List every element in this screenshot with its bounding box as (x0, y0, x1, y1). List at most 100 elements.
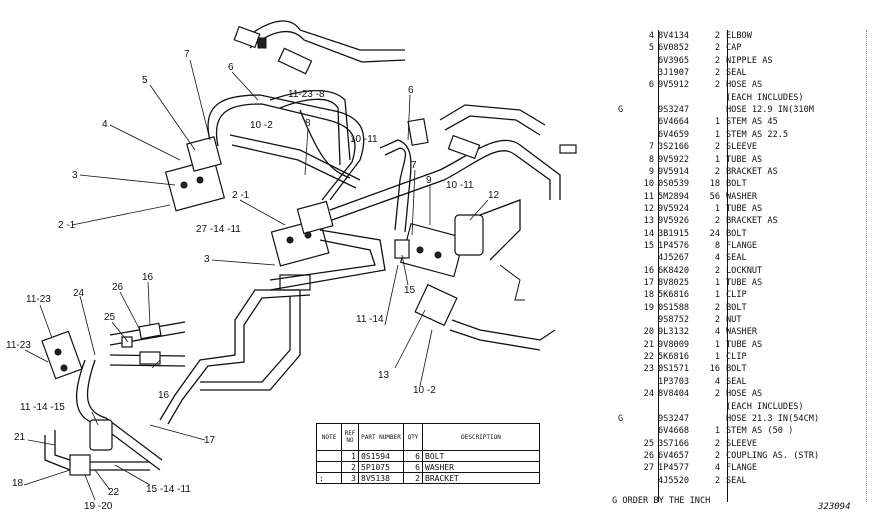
description: BRACKET AS (726, 216, 778, 227)
ref-number: 7 (648, 142, 654, 153)
list-item: (EACH INCLUDES) (604, 401, 866, 413)
part-number: 6V0852 (658, 43, 690, 54)
description: HOSE 12.9 IN(310M (726, 105, 814, 116)
callout-15: 15 (404, 285, 416, 296)
quantity: 2 (714, 315, 720, 326)
description: LOCKNUT (726, 265, 763, 276)
quantity: 2 (714, 68, 720, 79)
description: SEAL (726, 253, 747, 264)
part-number: 0S1588 (658, 302, 690, 313)
small-table-header-part: PART NUMBER (358, 423, 404, 451)
quantity: 56 (709, 191, 720, 202)
description: BOLT (726, 302, 747, 313)
quantity: 18 (709, 179, 720, 190)
ref-number: 4 (648, 31, 654, 41)
callout-19-20: 19 -20 (84, 501, 113, 512)
quantity: 2 (714, 265, 720, 276)
quantity: 4 (714, 463, 720, 474)
callout-22: 22 (108, 487, 120, 498)
callout-15-14-11: 15 -14 -11 (146, 484, 191, 495)
callout-17: 17 (204, 435, 216, 446)
description: CAP (726, 43, 742, 54)
callout-9: 9 (426, 175, 432, 186)
cell-qty: 6 (403, 450, 423, 462)
ref-number: 27 (643, 463, 654, 474)
cell-part: 8V5138 (358, 472, 404, 484)
callout-10-11: 10 -11 (350, 134, 378, 145)
quantity: 1 (714, 278, 720, 288)
description: TUBE AS (726, 339, 763, 350)
small-table-header-qty: QTY (403, 423, 423, 451)
ref-number: 9 (648, 166, 654, 177)
description: WASHER (726, 191, 758, 202)
ref-number: 25 (643, 438, 654, 449)
part-number: 3S2166 (658, 142, 690, 153)
table-row: 2 5P1075 6 WASHER (316, 461, 540, 473)
description: TUBE AS (726, 154, 763, 165)
callout-11-23: 11-23 (26, 294, 51, 305)
callout-4: 4 (102, 119, 108, 130)
part-number: 9S3247 (658, 105, 690, 116)
cell-note (316, 461, 342, 473)
quantity: 2 (714, 438, 720, 449)
callout-2-1b: 2 -1 (232, 190, 250, 201)
callout-3: 3 (72, 170, 78, 181)
ref-number: 20 (643, 327, 654, 338)
table-row: 1 0S1594 6 BOLT (316, 450, 540, 462)
part-number: 9S3247 (658, 413, 690, 424)
callout-21: 21 (14, 432, 26, 443)
quantity: 4 (714, 376, 720, 387)
ref-number: 22 (643, 352, 654, 363)
description: BOLT (726, 364, 747, 375)
callout-10-2: 10 -2 (250, 120, 273, 131)
cell-desc: WASHER (422, 461, 540, 473)
ref-number: 21 (643, 339, 654, 350)
description: BOLT (726, 179, 747, 190)
callout-6: 6 (228, 62, 234, 73)
cell-qty: 2 (403, 472, 423, 484)
quantity: 2 (714, 475, 720, 486)
quantity: 2 (714, 31, 720, 41)
quantity: 1 (714, 352, 720, 363)
callout-5: 5 (142, 75, 148, 86)
ref-number: 15 (643, 240, 654, 251)
quantity: 1 (714, 290, 720, 301)
callout-26: 26 (112, 282, 124, 293)
part-number: 4J5520 (658, 475, 690, 486)
quantity: 2 (714, 43, 720, 54)
quantity: 2 (714, 166, 720, 177)
description: TUBE AS (726, 203, 763, 214)
note-marker: G (618, 105, 624, 116)
quantity: 1 (714, 129, 720, 140)
ref-number: 11 (643, 191, 654, 202)
part-number: 6K8420 (658, 265, 690, 276)
ref-number: 14 (643, 228, 654, 239)
part-number: 6V3965 (658, 55, 690, 66)
part-number: 6V4657 (658, 450, 690, 461)
figure-number: 323094 (818, 502, 851, 512)
description: CLIP (726, 352, 747, 363)
quantity: 1 (714, 117, 720, 128)
quantity: 4 (714, 327, 720, 338)
part-number: 9V5914 (658, 166, 690, 177)
part-number: 5K6816 (658, 290, 690, 301)
callout-6b: 6 (408, 85, 414, 96)
description: SEAL (726, 376, 747, 387)
quantity: 2 (714, 55, 720, 66)
